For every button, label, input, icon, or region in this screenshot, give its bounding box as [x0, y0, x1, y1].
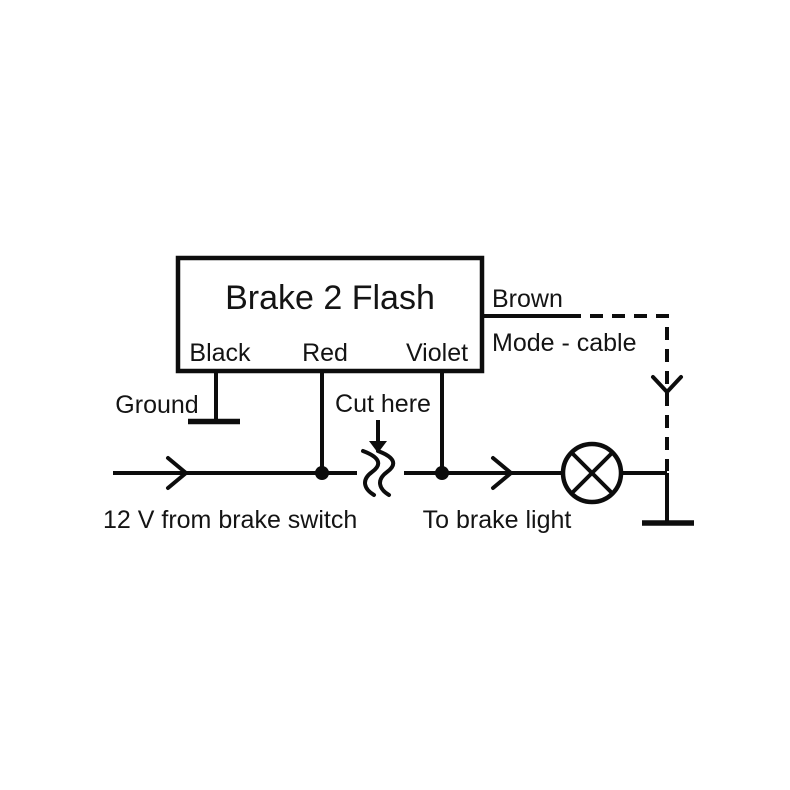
cut-here-group: Cut here: [335, 390, 431, 497]
flow-arrow-right-icon: [491, 456, 513, 490]
brown-wire-dashed: [568, 314, 669, 471]
brake-lamp-symbol: [560, 441, 624, 505]
break-mark-2-icon: [376, 449, 396, 497]
terminal-label-violet: Violet: [406, 339, 468, 367]
flow-arrow-left-icon: [166, 456, 188, 490]
lamp-x-stroke-2: [570, 451, 614, 495]
module-box: [175, 255, 485, 374]
mode-cable-arrow-icon: [651, 375, 683, 394]
terminal-label-black: Black: [189, 339, 251, 367]
ground-label: Ground: [115, 391, 198, 419]
brown-label: Brown: [492, 285, 563, 313]
right-ground-group: [621, 471, 694, 526]
terminal-label-red: Red: [302, 339, 348, 367]
break-mark-1-icon: [361, 449, 381, 497]
cut-arrow-head-icon: [369, 441, 387, 453]
junction-dot-violet: [435, 466, 449, 480]
black-wire-to-ground: Ground: [115, 371, 240, 425]
mode-cable-label: Mode - cable: [492, 329, 637, 357]
supply-label: 12 V from brake switch: [103, 506, 357, 534]
module-block: Brake 2 Flash Black Red Violet: [175, 255, 485, 374]
to-brake-light-label: To brake light: [423, 506, 572, 534]
cut-here-label: Cut here: [335, 390, 431, 418]
junction-dot-red: [315, 466, 329, 480]
brown-mode-cable-group: Brown Mode - cable: [482, 285, 683, 471]
main-brake-wire: [113, 456, 564, 490]
module-title: Brake 2 Flash: [225, 279, 435, 317]
